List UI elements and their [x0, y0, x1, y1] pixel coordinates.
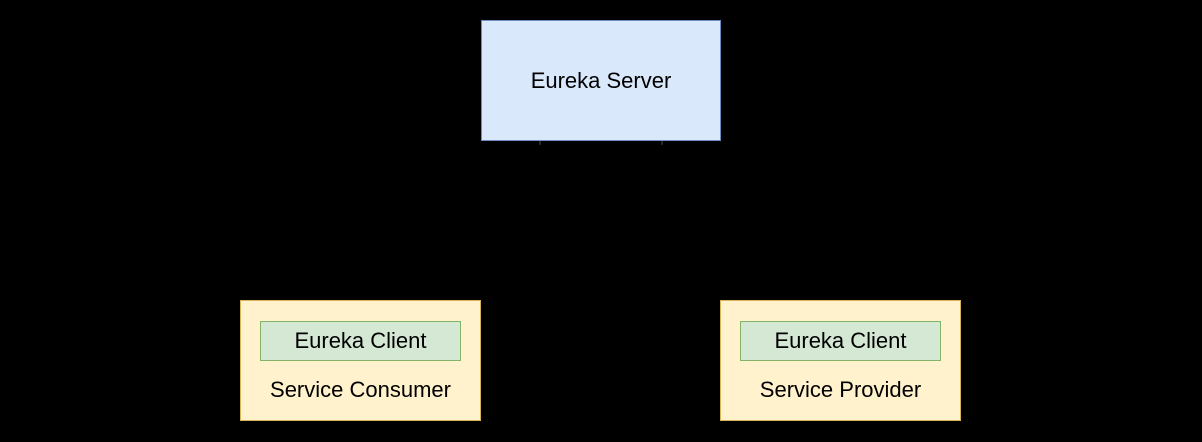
provider-eureka-client-label: Eureka Client	[774, 328, 907, 353]
service-provider-node[interactable]: Eureka Client Service Provider	[720, 300, 961, 421]
eureka-server-node[interactable]: Eureka Server	[481, 20, 721, 141]
service-consumer-label: Service Consumer	[270, 377, 451, 402]
service-provider-label: Service Provider	[759, 377, 922, 402]
service-consumer-node[interactable]: Eureka Client Service Consumer	[240, 300, 481, 421]
eureka-server-label: Eureka Server	[530, 67, 672, 93]
edge-server-to-consumer	[361, 140, 541, 320]
consumer-eureka-client-label: Eureka Client	[294, 328, 427, 353]
edge-provider-to-server	[661, 140, 841, 321]
provider-eureka-client-node[interactable]: Eureka Client	[740, 321, 941, 361]
consumer-eureka-client-node[interactable]: Eureka Client	[260, 321, 461, 361]
